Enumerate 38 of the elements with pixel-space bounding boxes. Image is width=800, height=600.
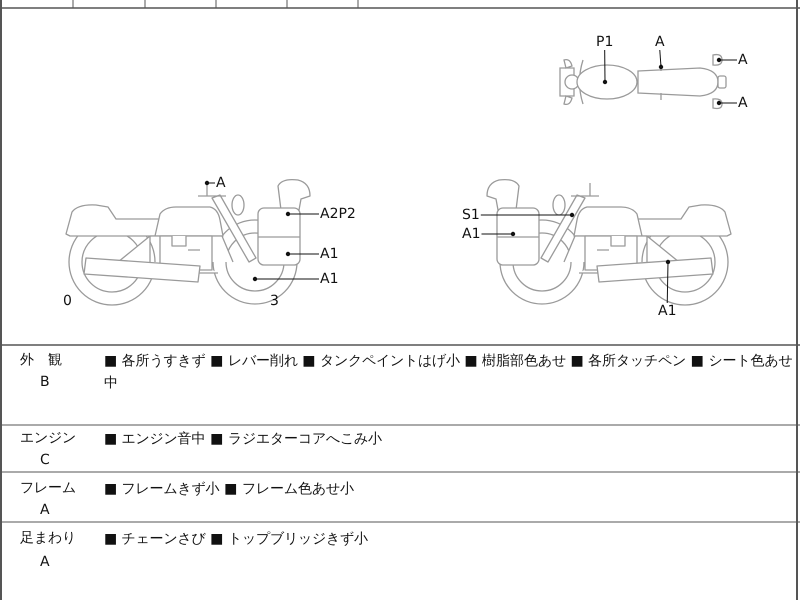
leader-line <box>204 180 216 186</box>
leader-line <box>666 260 670 304</box>
leader-line <box>716 100 738 106</box>
category-label: エンジン <box>20 430 76 446</box>
damage-code-label: A2P2 <box>320 206 356 222</box>
leader-line <box>286 212 320 216</box>
damage-code-label: A <box>216 175 226 191</box>
category-label: フレーム <box>20 480 76 496</box>
motorcycle-side-drawing <box>486 178 732 306</box>
condition-note: ■ 各所うすきず ■ レバー削れ ■ タンクペイントはげ小 ■ 樹脂部色あせ ■ 各所タッチペン ■ シート色あせ中 <box>104 352 794 393</box>
leader-line <box>286 252 320 256</box>
grade-label: C <box>40 452 50 468</box>
damage-code-label: A1 <box>320 246 338 262</box>
motorcycle-top-drawing <box>559 54 727 110</box>
leader-line <box>716 58 738 62</box>
condition-note: ■ エンジン音中 ■ ラジエターコアへこみ小 <box>104 430 383 449</box>
grade-label: A <box>40 502 50 518</box>
leader-line <box>658 50 664 70</box>
category-label: 足まわり <box>20 530 76 546</box>
damage-code-label: S1 <box>462 207 480 223</box>
category-label: 外 観 <box>20 352 62 368</box>
damage-code-label: A1 <box>320 271 338 287</box>
condition-note: ■ チェーンさび ■ トップブリッジきず小 <box>104 530 369 549</box>
axis-number: 0 <box>63 293 72 309</box>
axis-number: 3 <box>270 293 279 309</box>
damage-code-label: A <box>655 34 665 50</box>
grade-label: A <box>40 554 50 570</box>
damage-code-label: A1 <box>462 226 480 242</box>
motorcycle-side-drawing <box>65 178 311 306</box>
leader-line <box>480 212 574 218</box>
leader-line <box>480 232 516 236</box>
leader-line <box>252 276 320 282</box>
condition-note: ■ フレームきず小 ■ フレーム色あせ小 <box>104 480 355 499</box>
grade-label: B <box>40 374 50 390</box>
damage-code-label: A <box>738 52 748 68</box>
damage-code-label: A <box>738 95 748 111</box>
damage-code-label: P1 <box>596 34 614 50</box>
damage-code-label: A1 <box>658 303 676 319</box>
